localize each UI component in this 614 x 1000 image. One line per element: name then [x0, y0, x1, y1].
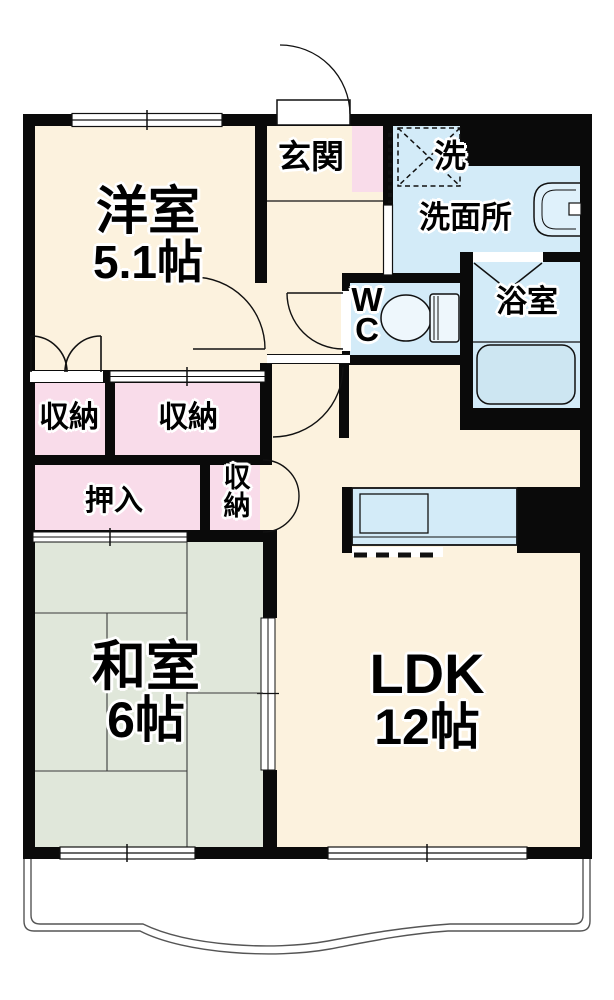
wall-hall-right	[383, 126, 393, 205]
storage-b-label: 収納	[158, 401, 218, 434]
entrance-door	[276, 44, 351, 126]
wc-label: W C	[349, 281, 385, 349]
ldk-door-leaf	[339, 363, 349, 438]
wall-storage-bottom	[23, 455, 272, 465]
wall-japanese-right-upper	[263, 542, 277, 618]
oshiire-label: 押入	[84, 485, 143, 517]
western-room-label: 洋室 5.1帖	[58, 183, 238, 289]
ldk-label: LDK 12帖	[337, 645, 517, 753]
wall-kitchen-right-block	[517, 487, 580, 553]
opening-western-door	[30, 371, 103, 382]
wall-right	[580, 114, 592, 859]
wall-wc-top	[343, 273, 463, 283]
wall-wc-bottom	[342, 355, 463, 365]
storage-a-fill	[35, 383, 105, 455]
wall-bath-bottom	[460, 408, 592, 430]
japanese-room-fill	[35, 542, 263, 847]
laundry-label: 洗	[433, 138, 466, 174]
washroom-label: 洗面所	[419, 200, 512, 235]
wall-ldk-stub	[260, 363, 272, 460]
wall-japanese-right-lower	[263, 770, 277, 847]
shoe-cabinet	[352, 126, 383, 192]
balcony-outline	[23, 859, 591, 955]
wall-storage-divider	[105, 381, 115, 455]
ldk-name: LDK	[369, 642, 485, 705]
bathroom-label: 浴室	[496, 284, 558, 319]
oshiire-fill	[35, 465, 200, 530]
storage-c-line1: 収	[223, 463, 251, 493]
wall-bottom	[23, 847, 592, 859]
western-room-name: 洋室	[95, 183, 200, 241]
storage-c-label: 収 納	[221, 464, 253, 521]
opening-wc-door	[341, 291, 351, 351]
wall-left	[23, 114, 35, 859]
storage-c-fill	[210, 465, 260, 530]
wc-line2: C	[355, 311, 379, 349]
wall-oshiire-divider	[200, 465, 210, 530]
storage-b-fill	[115, 381, 260, 455]
ldk-size: 12帖	[374, 699, 480, 756]
storage-a-label: 収納	[39, 401, 99, 434]
japanese-room-size: 6帖	[107, 692, 185, 749]
opening-ldk-threshold	[267, 354, 350, 364]
storage-c-line2: 納	[223, 491, 251, 522]
entrance-label: 玄関	[278, 138, 344, 175]
wall-kitchen-left	[342, 487, 352, 553]
wc-line1: W	[351, 281, 383, 318]
western-room-size: 5.1帖	[93, 236, 203, 289]
wall-oshiire-bottom	[23, 530, 277, 542]
japanese-room-name: 和室	[92, 637, 200, 697]
opening-bath-door	[473, 252, 543, 262]
wall-top-right-block	[460, 114, 592, 166]
japanese-room-label: 和室 6帖	[56, 637, 236, 749]
wall-bath-left	[460, 252, 473, 430]
wall-western-right	[255, 126, 267, 283]
